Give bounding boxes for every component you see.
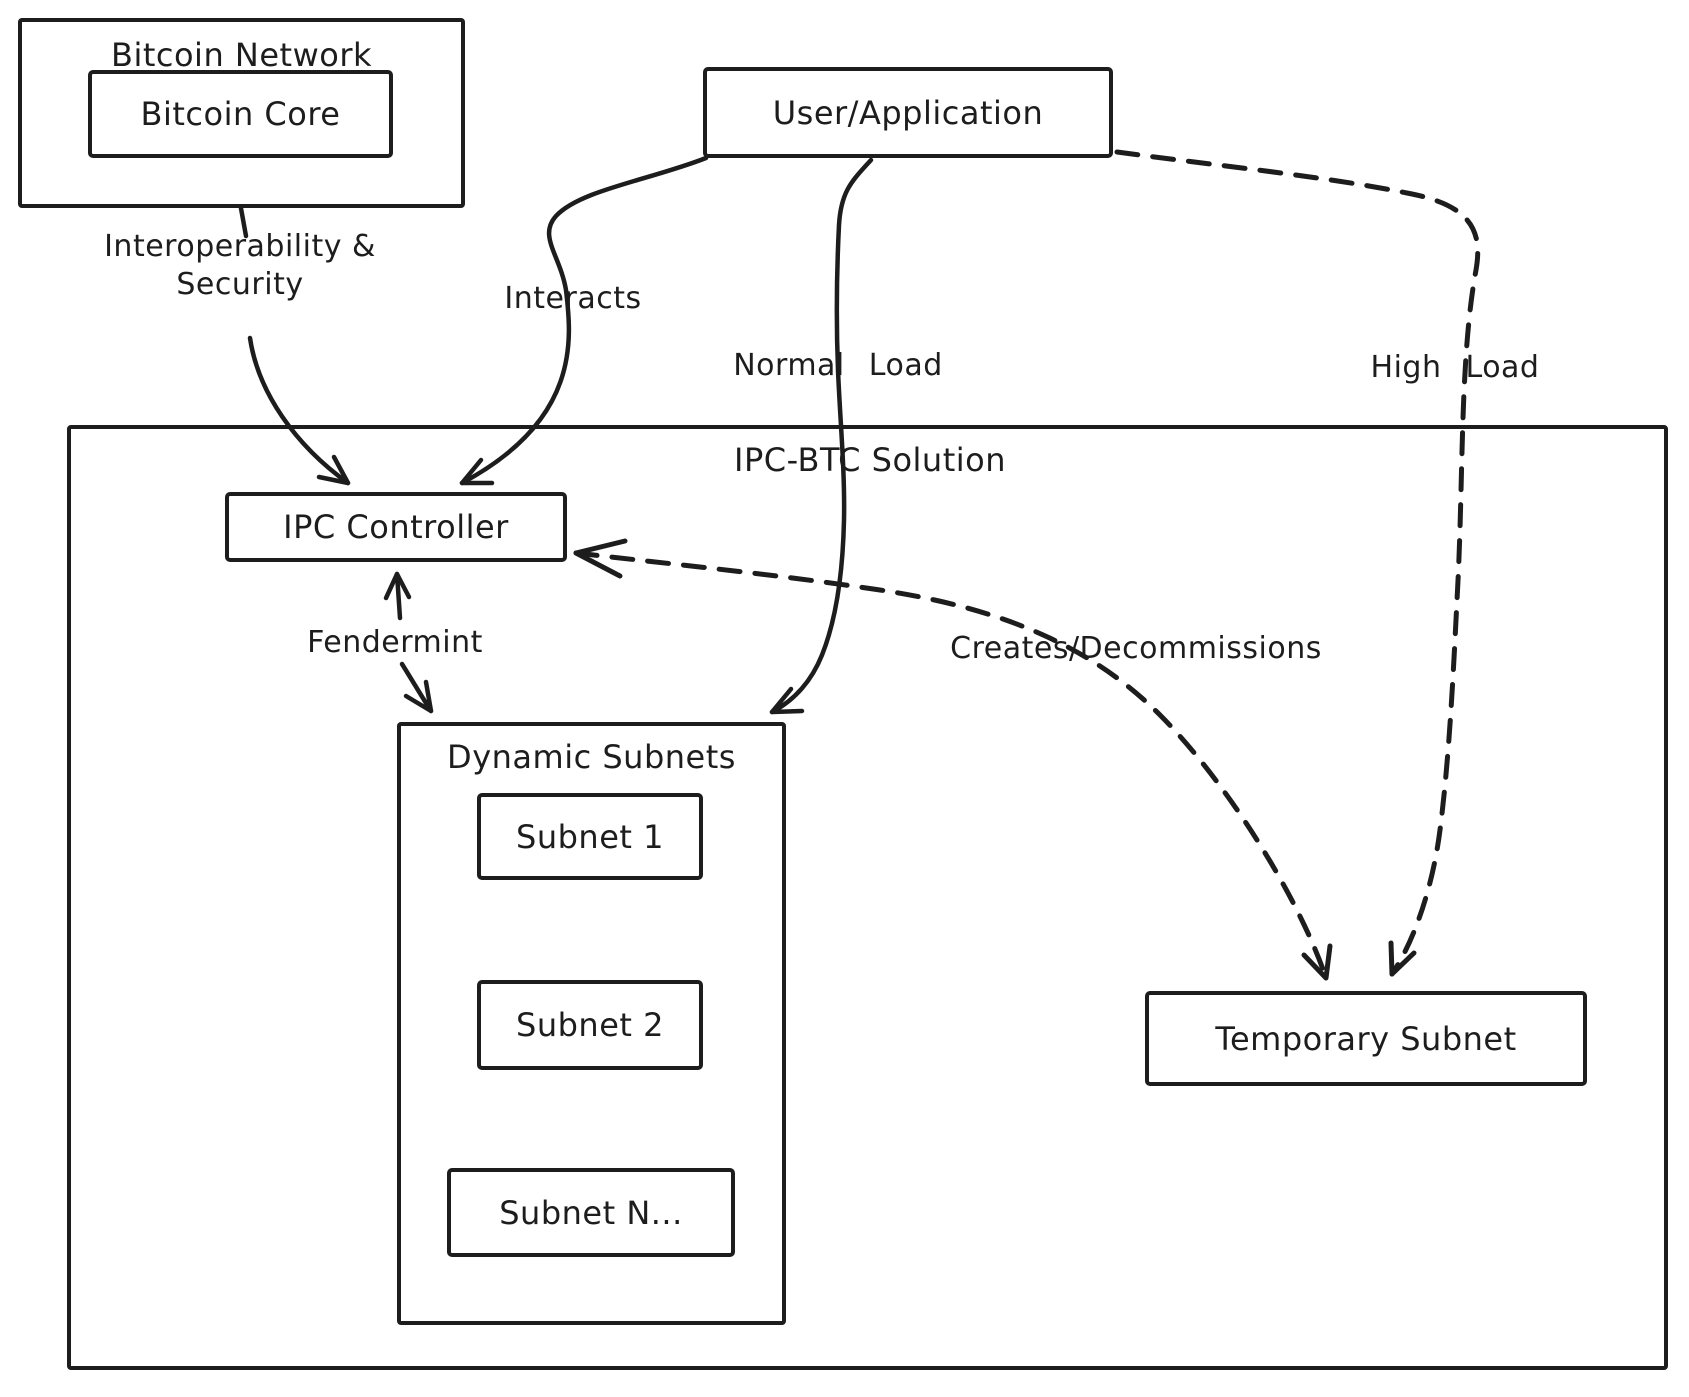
arrowhead-icon [459, 457, 495, 486]
bitcoin-core-node: Bitcoin Core [88, 70, 393, 158]
arrowhead-up-icon [383, 571, 412, 601]
subnet-n-label: Subnet N... [499, 1193, 683, 1232]
arrowhead-icon [1388, 940, 1417, 977]
dynamic-subnets-title: Dynamic Subnets [447, 738, 736, 776]
dynamic-subnets-box: Dynamic Subnets Subnet 1 Subnet 2 Subnet… [397, 722, 786, 1325]
ipc-controller-node: IPC Controller [225, 492, 567, 562]
interacts-label: Interacts [504, 281, 642, 316]
creates-decommissions-label: Creates/Decommissions [950, 631, 1322, 666]
normal-load-label: Normal Load [733, 348, 943, 383]
subnet-n-node: Subnet N... [447, 1168, 735, 1257]
bitcoin-network-title: Bitcoin Network [110, 36, 372, 74]
arrowhead-icon [769, 686, 805, 715]
edge-creates-decommissions [573, 538, 1333, 981]
edge-high-load [1114, 149, 1481, 977]
interoperability-security-label: Interoperability & Security [104, 229, 376, 303]
subnet-2-node: Subnet 2 [477, 980, 703, 1070]
subnet-2-label: Subnet 2 [516, 1006, 664, 1044]
user-application-node: User/Application [703, 67, 1113, 158]
bitcoin-network-box: Bitcoin Network Bitcoin Core [18, 18, 465, 208]
edge-fendermint [383, 571, 434, 714]
subnet-1-label: Subnet 1 [516, 817, 664, 856]
arrowhead-down-icon [403, 679, 434, 714]
user-application-label: User/Application [772, 93, 1044, 132]
ipc-btc-solution-title: IPC-BTC Solution [734, 441, 1006, 479]
high-load-label: High Load [1370, 350, 1540, 385]
bitcoin-core-label: Bitcoin Core [140, 95, 341, 133]
edge-interoperability-security [219, 167, 351, 486]
temporary-subnet-label: Temporary Subnet [1215, 1019, 1517, 1058]
ipc-btc-solution-container [67, 425, 1668, 1370]
arrowhead-down-icon [1301, 943, 1333, 981]
arrowhead-down-icon [316, 454, 351, 486]
temporary-subnet-node: Temporary Subnet [1145, 991, 1587, 1086]
fendermint-label: Fendermint [307, 625, 483, 660]
arrowhead-left-icon [573, 538, 628, 579]
edge-interacts [459, 155, 709, 486]
ipc-controller-label: IPC Controller [283, 508, 509, 546]
subnet-1-node: Subnet 1 [477, 793, 703, 880]
edge-normal-load [769, 157, 874, 715]
